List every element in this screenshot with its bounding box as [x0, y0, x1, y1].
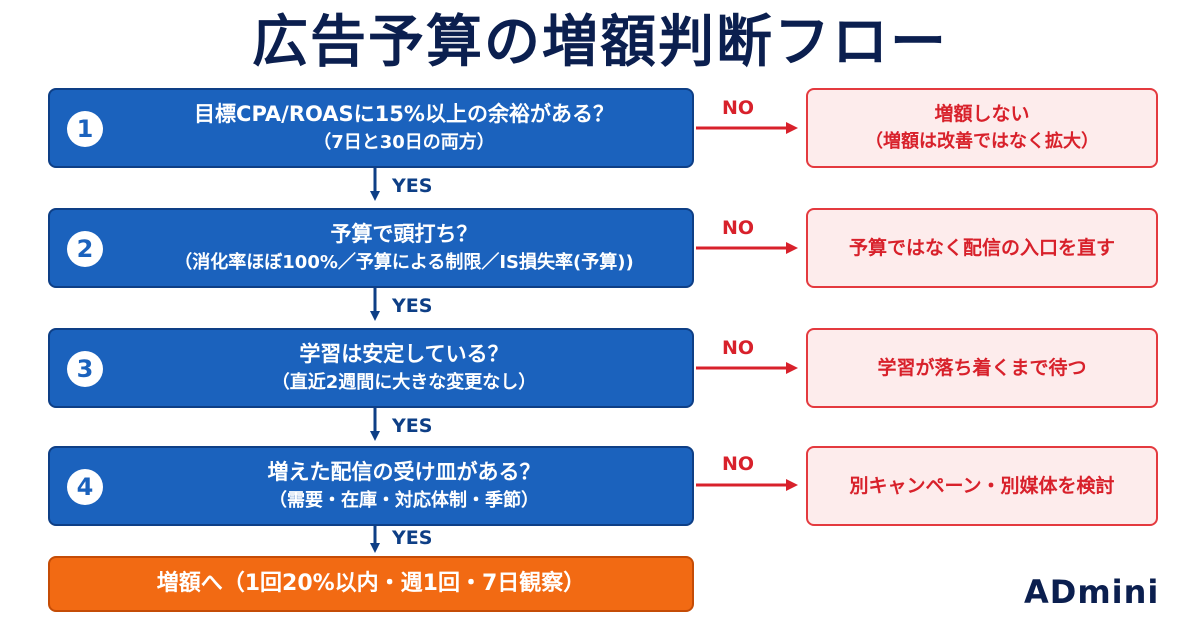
step-1-question-box: 1 目標CPA/ROASに15%以上の余裕がある？ （7日と30日の両方）	[48, 88, 694, 168]
step-1-question-text: 目標CPA/ROASに15%以上の余裕がある？ （7日と30日の両方）	[130, 90, 678, 166]
step-4-yes-label: YES	[392, 527, 433, 549]
step-2-no-label: NO	[722, 217, 755, 239]
step-3-no-result: 学習が落ち着くまで待つ	[877, 357, 1087, 379]
step-2-question: 予算で頭打ち？	[330, 222, 478, 246]
step-2-question-box: 2 予算で頭打ち？ （消化率ほぼ100%／予算による制限／IS損失率(予算))	[48, 208, 694, 288]
step-4-no-result-box: 別キャンペーン・別媒体を検討	[806, 446, 1158, 526]
step-4-question-box: 4 増えた配信の受け皿がある？ （需要・在庫・対応体制・季節）	[48, 446, 694, 526]
step-1-no-result-detail: （増額は改善ではなく拡大）	[865, 131, 1099, 152]
step-1-no-label: NO	[722, 97, 755, 119]
step-3-yes-label: YES	[392, 415, 433, 437]
step-2-detail: （消化率ほぼ100%／予算による制限／IS損失率(予算))	[174, 252, 634, 273]
step-4-detail: （需要・在庫・対応体制・季節）	[269, 490, 539, 511]
step-3-detail: （直近2週間に大きな変更なし）	[271, 372, 537, 393]
step-3-number-badge: 3	[67, 351, 103, 387]
step-1-no-result: 増額しない	[934, 103, 1030, 125]
step-1-question: 目標CPA/ROASに15%以上の余裕がある？	[194, 102, 614, 126]
step-3-question-text: 学習は安定している？ （直近2週間に大きな変更なし）	[130, 330, 678, 406]
step-4-question: 増えた配信の受け皿がある？	[267, 460, 541, 484]
step-4-question-text: 増えた配信の受け皿がある？ （需要・在庫・対応体制・季節）	[130, 448, 678, 524]
step-2-no-result: 予算ではなく配信の入口を直す	[848, 237, 1115, 259]
step-4-number-badge: 4	[67, 469, 103, 505]
step-1-detail: （7日と30日の両方）	[313, 132, 495, 153]
step-3-question-box: 3 学習は安定している？ （直近2週間に大きな変更なし）	[48, 328, 694, 408]
step-2-question-text: 予算で頭打ち？ （消化率ほぼ100%／予算による制限／IS損失率(予算))	[130, 210, 678, 286]
step-4-no-result: 別キャンペーン・別媒体を検討	[849, 475, 1115, 497]
step-2-yes-label: YES	[392, 295, 433, 317]
page-title: 広告予算の増額判断フロー	[252, 10, 948, 75]
step-4-no-label: NO	[722, 453, 755, 475]
step-3-no-result-box: 学習が落ち着くまで待つ	[806, 328, 1158, 408]
step-1-no-result-box: 増額しない （増額は改善ではなく拡大）	[806, 88, 1158, 168]
step-3-no-label: NO	[722, 337, 755, 359]
brand-logo: ADmini	[1024, 573, 1160, 611]
step-2-number-badge: 2	[67, 231, 103, 267]
step-3-question: 学習は安定している？	[299, 342, 509, 366]
final-outcome-box: 増額へ（1回20%以内・週1回・7日観察）	[48, 556, 694, 612]
step-1-yes-label: YES	[392, 175, 433, 197]
step-2-no-result-box: 予算ではなく配信の入口を直す	[806, 208, 1158, 288]
step-1-number-badge: 1	[67, 111, 103, 147]
